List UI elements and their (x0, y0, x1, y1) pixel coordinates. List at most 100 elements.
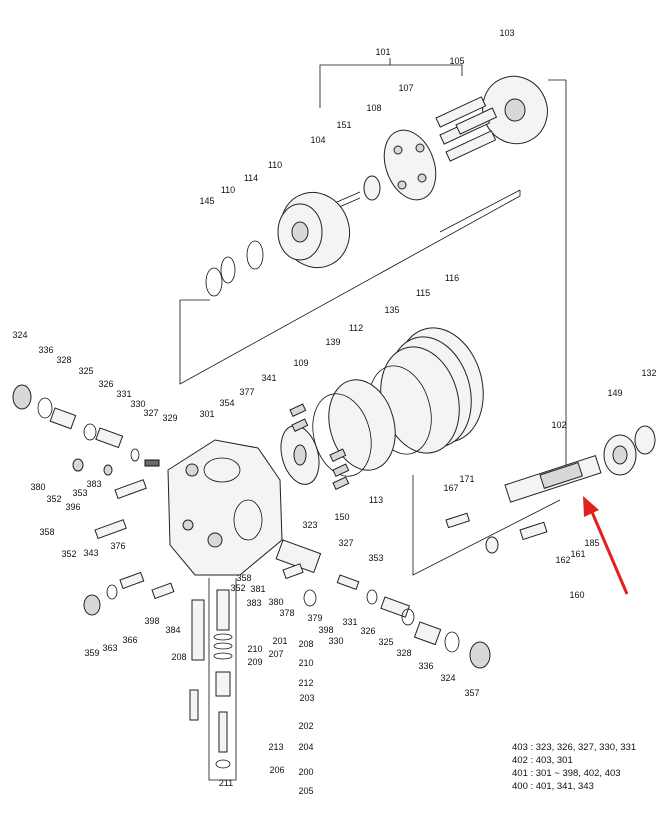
callout-336: 336 (418, 661, 433, 671)
callout-151: 151 (336, 120, 351, 130)
callout-358: 358 (236, 573, 251, 583)
callout-331: 331 (342, 617, 357, 627)
callout-352: 352 (61, 549, 76, 559)
callout-139: 139 (325, 337, 340, 347)
callout-380: 380 (268, 597, 283, 607)
callout-354: 354 (219, 398, 234, 408)
callout-213: 213 (268, 742, 283, 752)
callout-330: 330 (328, 636, 343, 646)
callout-208: 208 (171, 652, 186, 662)
piston-set (435, 96, 498, 162)
callout-376: 376 (110, 541, 125, 551)
callout-150: 150 (334, 512, 349, 522)
callout-331: 331 (116, 389, 131, 399)
legend-line: 403 : 323, 326, 327, 330, 331 (512, 742, 637, 753)
callout-336: 336 (38, 345, 53, 355)
callout-325: 325 (378, 637, 393, 647)
callout-109: 109 (293, 358, 308, 368)
callout-352: 352 (46, 494, 61, 504)
callout-327: 327 (143, 408, 158, 418)
callout-384: 384 (165, 625, 180, 635)
relief-valve-right (275, 539, 491, 669)
callout-185: 185 (584, 538, 599, 548)
legend-line: 400 : 401, 341, 343 (512, 781, 594, 792)
callout-398: 398 (144, 616, 159, 626)
callout-162: 162 (555, 555, 570, 565)
callout-363: 363 (102, 643, 117, 653)
callout-114: 114 (244, 173, 258, 183)
callout-329: 329 (162, 413, 177, 423)
callout-212: 212 (298, 678, 313, 688)
callout-383: 383 (246, 598, 261, 608)
callout-398: 398 (318, 625, 333, 635)
callout-210: 210 (247, 644, 262, 654)
callout-115: 115 (416, 288, 430, 298)
callout-110: 110 (221, 185, 235, 195)
red-pointer-arrow (583, 496, 629, 595)
callout-379: 379 (307, 613, 322, 623)
rotating-group-parts (205, 75, 548, 297)
callout-203: 203 (299, 693, 314, 703)
callout-200: 200 (298, 767, 313, 777)
callout-167: 167 (443, 483, 458, 493)
callout-205: 205 (298, 786, 313, 796)
callout-149: 149 (607, 388, 622, 398)
center-valve-stack (189, 589, 233, 769)
callout-206: 206 (269, 765, 284, 775)
callout-324: 324 (12, 330, 27, 340)
callout-357: 357 (464, 688, 479, 698)
callout-107: 107 (398, 83, 413, 93)
callout-108: 108 (366, 103, 381, 113)
callout-160: 160 (569, 590, 584, 600)
callout-209: 209 (247, 657, 262, 667)
callout-323: 323 (302, 520, 317, 530)
callout-324: 324 (440, 673, 455, 683)
callout-171: 171 (459, 474, 474, 484)
callout-201: 201 (272, 636, 287, 646)
legend-line: 401 : 301 ~ 398, 402, 403 (512, 768, 621, 779)
callout-352: 352 (230, 583, 245, 593)
callout-353: 353 (72, 488, 87, 498)
callout-378: 378 (279, 608, 294, 618)
callout-396: 396 (65, 502, 80, 512)
callout-330: 330 (130, 399, 145, 409)
callout-132: 132 (641, 368, 656, 378)
callout-104: 104 (310, 135, 325, 145)
callout-110: 110 (268, 160, 282, 170)
callout-135: 135 (384, 305, 399, 315)
callout-112: 112 (349, 323, 363, 333)
callout-102: 102 (551, 420, 566, 430)
assembly-bracket-lines (179, 58, 567, 781)
output-shaft (445, 425, 656, 554)
callout-366: 366 (122, 635, 137, 645)
callout-207: 207 (268, 649, 283, 659)
brake-springs (289, 403, 350, 491)
callout-383: 383 (86, 479, 101, 489)
callout-341: 341 (261, 373, 276, 383)
callout-343: 343 (83, 548, 98, 558)
callout-325: 325 (78, 366, 93, 376)
brake-disc-stack (280, 327, 484, 485)
callout-380: 380 (30, 482, 45, 492)
callout-161: 161 (570, 549, 585, 559)
callout-204: 204 (298, 742, 313, 752)
relief-valve-left (12, 384, 160, 467)
callout-381: 381 (250, 584, 265, 594)
callout-103: 103 (499, 28, 514, 38)
callout-326: 326 (360, 626, 375, 636)
callout-113: 113 (369, 495, 383, 505)
callout-326: 326 (98, 379, 113, 389)
callout-208: 208 (298, 639, 313, 649)
callout-labels: 1011031051071081511041101141101451161151… (12, 28, 656, 796)
callout-210: 210 (298, 658, 313, 668)
motor-housing (167, 439, 283, 576)
callout-353: 353 (368, 553, 383, 563)
callout-377: 377 (239, 387, 254, 397)
assembly-legend: 403 : 323, 326, 327, 330, 331 402 : 403,… (512, 741, 668, 793)
callout-101: 101 (375, 47, 390, 57)
callout-359: 359 (84, 648, 99, 658)
callout-105: 105 (449, 56, 464, 66)
callout-327: 327 (338, 538, 353, 548)
left-lower-fittings (72, 458, 317, 616)
